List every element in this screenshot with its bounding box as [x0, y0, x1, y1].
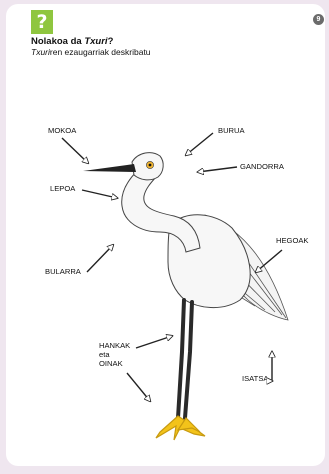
label-gandorra: GANDORRA — [240, 162, 285, 171]
heron-pupil — [149, 164, 152, 167]
label-hankak: HANKAK — [99, 341, 130, 350]
arrow-oinak — [127, 373, 150, 401]
label-lepoa: LEPOA — [50, 184, 76, 193]
heron-beak — [83, 164, 136, 172]
label-oinak: OINAK — [99, 359, 123, 368]
label-mokoa: MOKOA — [48, 126, 77, 135]
label-isatsa: ISATSA — [242, 374, 269, 383]
label-bularra: BULARRA — [45, 267, 82, 276]
arrow-lepoa — [82, 190, 117, 198]
heron-neck — [122, 170, 200, 252]
arrow-burua — [186, 133, 213, 155]
label-hegoak: HEGOAK — [276, 236, 309, 245]
label-eta: eta — [99, 350, 110, 359]
heron-legs — [178, 300, 192, 418]
heron-feet — [156, 416, 205, 440]
arrow-bularra — [87, 245, 113, 272]
arrow-gandorra — [198, 167, 237, 172]
label-burua: BURUA — [218, 126, 246, 135]
arrow-hankak — [136, 336, 172, 348]
arrow-mokoa — [62, 138, 88, 163]
